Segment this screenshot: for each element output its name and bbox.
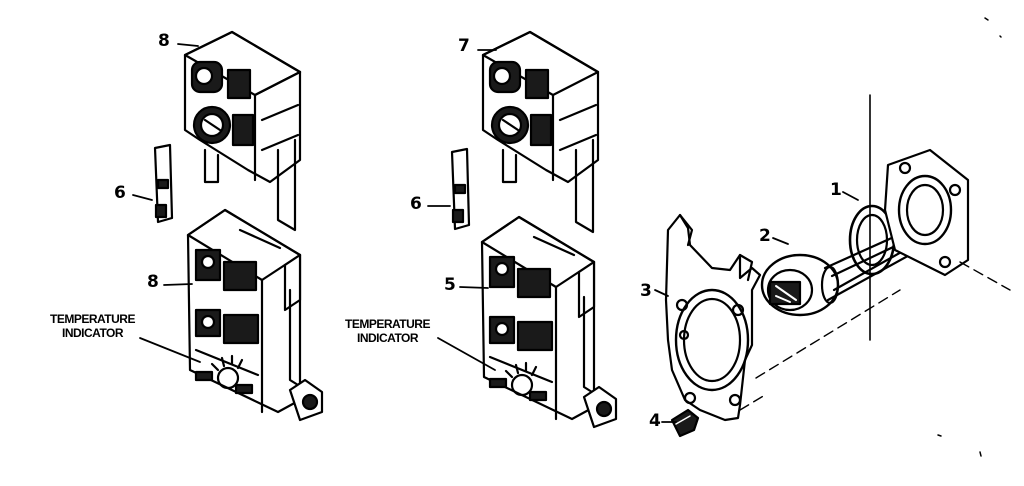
callout-3-gasket: 3 [640, 281, 652, 301]
tank-flange [869, 94, 970, 341]
caption-middle-line2: INDICATOR [357, 331, 419, 345]
bracket-left [153, 143, 174, 224]
caption-middle-line1: TEMPERATURE [345, 317, 430, 331]
stray-marks [937, 17, 1002, 457]
callout-6-bracket-middle: 6 [410, 194, 422, 214]
screw [670, 408, 700, 438]
callout-6-bracket-left: 6 [114, 183, 126, 203]
alignment-lines [739, 261, 1011, 411]
bracket-middle [450, 147, 471, 231]
callout-7-top-middle: 7 [458, 36, 470, 56]
callout-8-top-left: 8 [158, 31, 170, 51]
callout-5-lower-middle: 5 [444, 275, 456, 295]
callout-1-ring: 1 [830, 180, 842, 200]
caption-left-line1: TEMPERATURE [50, 312, 135, 326]
caption-left-line2: INDICATOR [62, 326, 124, 340]
lower-thermostat-middle [480, 215, 618, 429]
heating-element [760, 230, 917, 317]
callout-8-lower-left: 8 [147, 272, 159, 292]
callout-4-screw: 4 [649, 411, 661, 431]
gasket-plate [664, 213, 762, 422]
lower-thermostat-left [186, 208, 324, 422]
callout-2-element: 2 [759, 226, 771, 246]
upper-thermostat-left [183, 30, 302, 232]
leader-lines [132, 43, 859, 423]
upper-thermostat-middle [481, 30, 600, 234]
